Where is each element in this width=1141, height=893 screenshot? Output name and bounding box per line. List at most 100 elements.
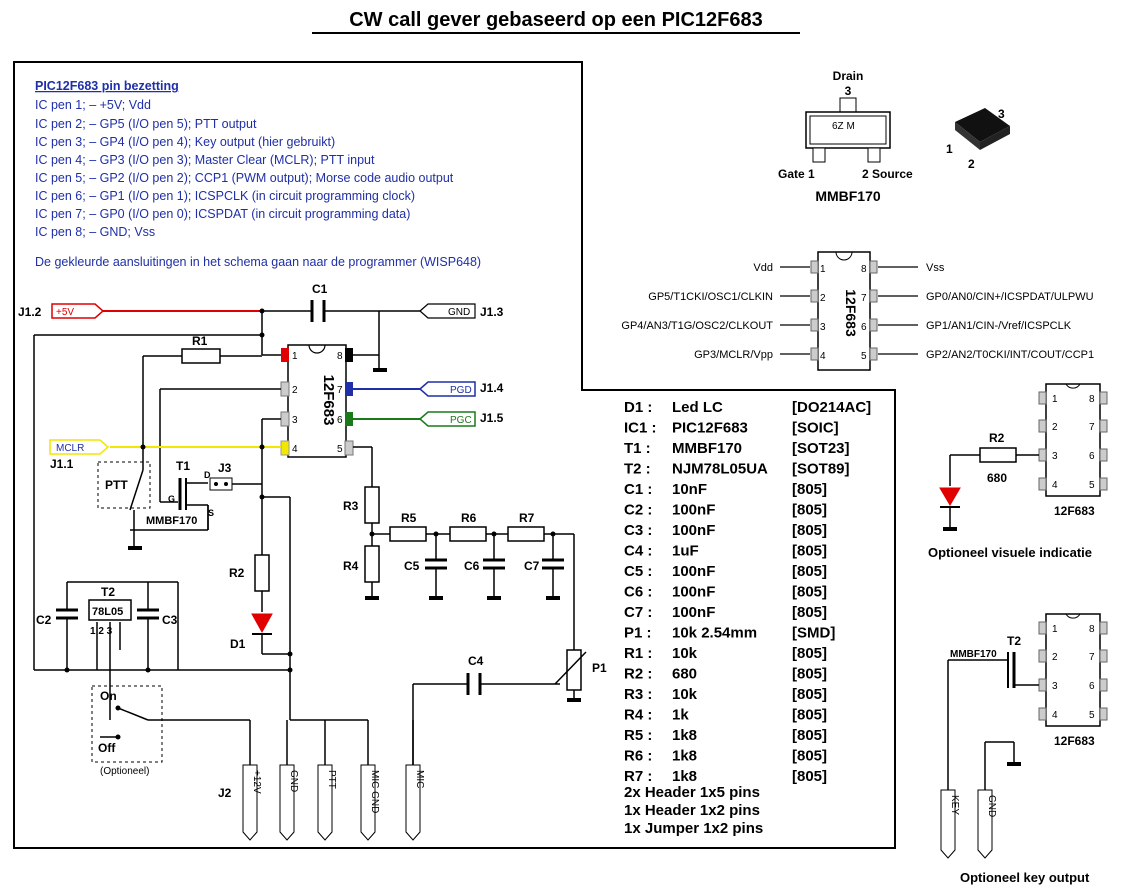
pinout-line: IC pen 2; – GP5 (I/O pen 5); PTT output [35,117,257,131]
svg-text:7: 7 [1089,652,1095,663]
svg-text:5: 5 [861,351,867,362]
gnd-pin-label: GND [448,307,470,318]
bom-pkg: [805] [792,666,827,683]
bom-pkg: [805] [792,727,827,744]
bom-pkg: [805] [792,768,827,785]
svg-text:3: 3 [1052,451,1058,462]
extra-item: 1x Header 1x2 pins [624,802,760,819]
svg-text:8: 8 [337,351,343,362]
j1-4-label: J1.4 [480,381,504,395]
pgc-label: PGC [450,415,472,426]
bom-pkg: [805] [792,543,827,560]
bom-val: MMBF170 [672,440,742,457]
bom-val: NJM78L05UA [672,461,768,478]
svg-text:7: 7 [861,293,867,304]
j2-label: J2 [218,786,232,800]
r7-label: R7 [519,511,535,525]
pinout-line: IC pen 6; – GP1 (I/O pen 1); ICSPCLK (in… [35,189,415,203]
svg-text:7: 7 [1089,422,1095,433]
svg-text:4: 4 [820,351,826,362]
pgd-label: PGD [450,385,472,396]
bom-val: 10nF [672,481,707,498]
j1-1-label: J1.1 [50,457,74,471]
pinout-line: IC pen 5; – GP2 (I/O pen 2); CCP1 (PWM o… [35,171,454,185]
bom-val: 10k 2.54mm [672,625,757,642]
page-title: CW call gever gebaseerd op een PIC12F683 [349,9,763,31]
t1-label: T1 [176,459,190,473]
svg-text:1: 1 [820,264,826,275]
bom-ref: R5 : [624,727,652,744]
pin1-name: Vdd [753,262,773,274]
power-switch-box [91,685,163,763]
pin5-name: GP2/AN2/T0CKI/INT/COUT/CCP1 [926,349,1094,361]
svg-text:8: 8 [1089,394,1095,405]
bom-ref: P1 : [624,625,652,642]
pinout-heading: PIC12F683 pin bezetting [35,79,179,93]
svg-text:7: 7 [337,385,343,396]
j1-5-connector [418,411,476,427]
bom-pkg: [805] [792,686,827,703]
regulator-pins: 1 2 3 [90,626,113,637]
svg-text:3: 3 [292,415,298,426]
drain-label: Drain [833,69,864,83]
led-caption: Optioneel visuele indicatie [928,545,1092,560]
c2-label: C2 [36,613,52,627]
j1-4-connector [418,381,476,397]
extra-item: 1x Jumper 1x2 pins [624,820,763,837]
bom-pkg: [805] [792,502,827,519]
bom-ref: R7 : [624,768,652,785]
bom-val: 680 [672,666,697,683]
svg-text:2: 2 [820,293,826,304]
svg-text:6: 6 [1089,451,1095,462]
pin3-name: GP4/AN3/T1G/OSC2/CLKOUT [621,320,773,332]
c3-label: C3 [162,613,178,627]
r4-label: R4 [343,559,359,573]
bom-pkg: [805] [792,645,827,662]
conn-12v: +12V [251,770,262,794]
bom-val: 1k [672,707,689,724]
pinout-lines: IC pen 1; – +5V; Vdd IC pen 2; – GP5 (I/… [35,98,454,239]
bom-ref: C4 : [624,543,652,560]
bom-ref: C1 : [624,481,652,498]
svg-text:5: 5 [1089,480,1095,491]
pinout-line: IC pen 8; – GND; Vss [35,225,155,239]
conn-mic-gnd: MIC GND [369,770,380,813]
key-mmbf-label: MMBF170 [950,649,997,660]
pin2-name: GP5/T1CKI/OSC1/CLKIN [648,291,773,303]
bom-ref: T1 : [624,440,651,457]
r6-label: R6 [461,511,477,525]
j2-connectors: +12V GND PTT MIC GND MIC [242,764,425,841]
pinout-line: IC pen 3; – GP4 (I/O pen 4); Key output … [35,135,335,149]
svg-text:2: 2 [292,385,298,396]
bom-ref: T2 : [624,461,651,478]
bom-val: 1k8 [672,727,697,744]
c4-label: C4 [468,654,484,668]
bom-ref: C6 : [624,584,652,601]
t2-label: T2 [101,585,115,599]
svg-text:1: 1 [1052,624,1058,635]
led-r2-label: R2 [989,431,1005,445]
led-chip-label: 12F683 [1054,504,1095,518]
j1-5-label: J1.5 [480,411,504,425]
p1-label: P1 [592,661,607,675]
svg-text:4: 4 [1052,710,1058,721]
r5-label: R5 [401,511,417,525]
key-gnd-conn: GND [986,795,997,817]
bom-ref: C2 : [624,502,652,519]
bom-pkg: [805] [792,584,827,601]
sot-pin1: 1 [946,142,953,156]
r1-label: R1 [192,334,208,348]
j1-2-connector [51,303,105,319]
bom-val: Led LC [672,399,723,416]
t1-source-label: S [208,508,214,518]
bom-pkg: [805] [792,481,827,498]
svg-text:5: 5 [1089,710,1095,721]
svg-text:1: 1 [292,351,298,362]
bom-pkg: [DO214AC] [792,399,871,416]
bom-ref: R6 : [624,748,652,765]
d1-label: D1 [230,637,246,651]
bom-pkg: [SOIC] [792,420,839,437]
t1-drain-label: D [204,470,211,480]
